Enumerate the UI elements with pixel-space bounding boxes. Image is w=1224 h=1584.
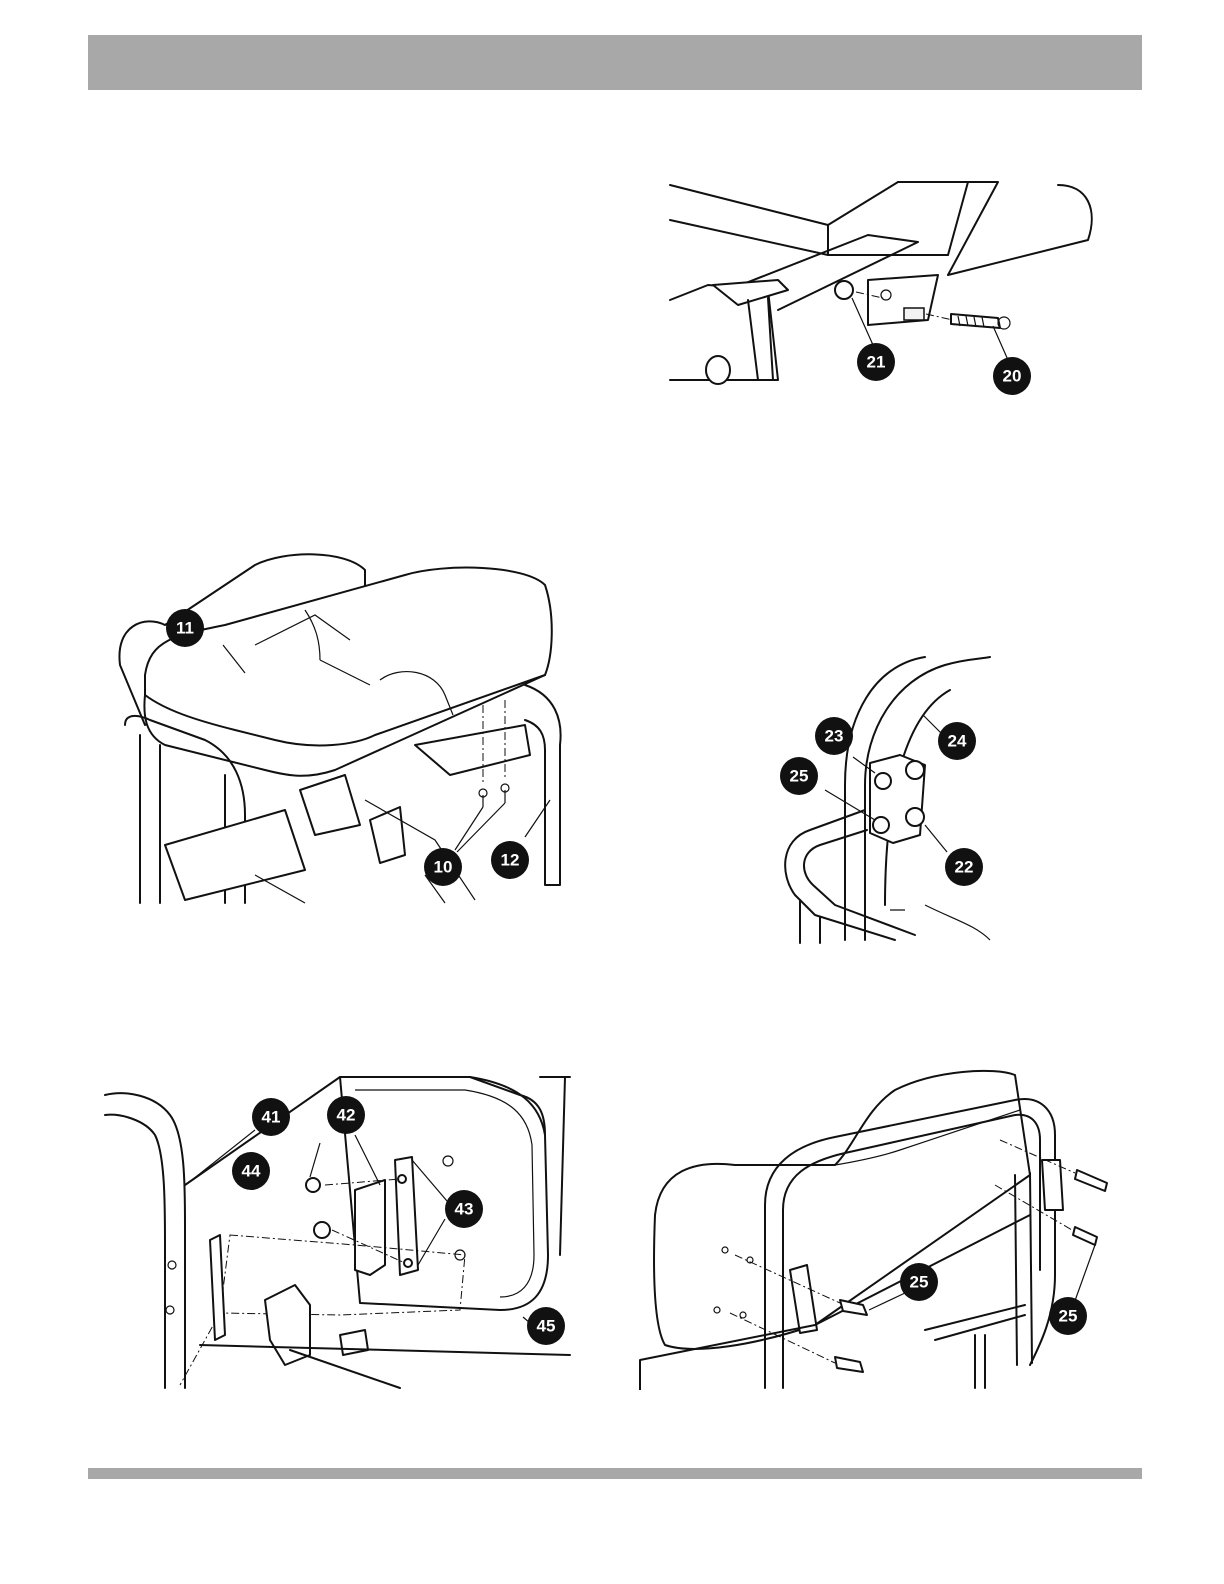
svg-text:45: 45 bbox=[537, 1317, 556, 1336]
svg-text:25: 25 bbox=[1059, 1307, 1078, 1326]
callout-42: 42 bbox=[327, 1096, 365, 1134]
callout-43: 43 bbox=[445, 1190, 483, 1228]
svg-text:25: 25 bbox=[910, 1273, 929, 1292]
figure-backrest-assembly: 25 25 bbox=[635, 1065, 1120, 1390]
callout-10: 10 bbox=[424, 848, 462, 886]
callout-25: 25 bbox=[780, 757, 818, 795]
figure-frame-bolt: 21 20 bbox=[668, 180, 1108, 400]
figure-bracket-clamp: 23 24 25 22 bbox=[775, 655, 1015, 945]
figure-backrest-brackets: 41 42 44 43 45 bbox=[100, 1075, 575, 1390]
svg-text:11: 11 bbox=[176, 619, 194, 638]
callout-41: 41 bbox=[252, 1098, 290, 1136]
callout-20: 20 bbox=[993, 357, 1031, 395]
svg-text:24: 24 bbox=[948, 732, 967, 751]
svg-text:23: 23 bbox=[825, 727, 844, 746]
figure-seat-cushion: 11 10 12 bbox=[105, 545, 570, 905]
callout-11: 11 bbox=[166, 609, 204, 647]
svg-text:10: 10 bbox=[434, 858, 453, 877]
svg-text:12: 12 bbox=[501, 851, 520, 870]
footer-bar bbox=[88, 1468, 1142, 1479]
callout-25-left: 25 bbox=[900, 1263, 938, 1301]
callout-22: 22 bbox=[945, 848, 983, 886]
svg-text:25: 25 bbox=[790, 767, 809, 786]
svg-text:20: 20 bbox=[1003, 367, 1022, 386]
callout-25-right: 25 bbox=[1049, 1297, 1087, 1335]
svg-text:41: 41 bbox=[262, 1108, 281, 1127]
svg-text:42: 42 bbox=[337, 1106, 356, 1125]
svg-text:44: 44 bbox=[242, 1162, 261, 1181]
callout-12: 12 bbox=[491, 841, 529, 879]
callout-45: 45 bbox=[527, 1307, 565, 1345]
svg-text:21: 21 bbox=[867, 353, 886, 372]
callout-24: 24 bbox=[938, 722, 976, 760]
callout-44: 44 bbox=[232, 1152, 270, 1190]
header-bar bbox=[88, 35, 1142, 90]
callout-21: 21 bbox=[857, 343, 895, 381]
callout-23: 23 bbox=[815, 717, 853, 755]
svg-text:43: 43 bbox=[455, 1200, 474, 1219]
svg-text:22: 22 bbox=[955, 858, 974, 877]
